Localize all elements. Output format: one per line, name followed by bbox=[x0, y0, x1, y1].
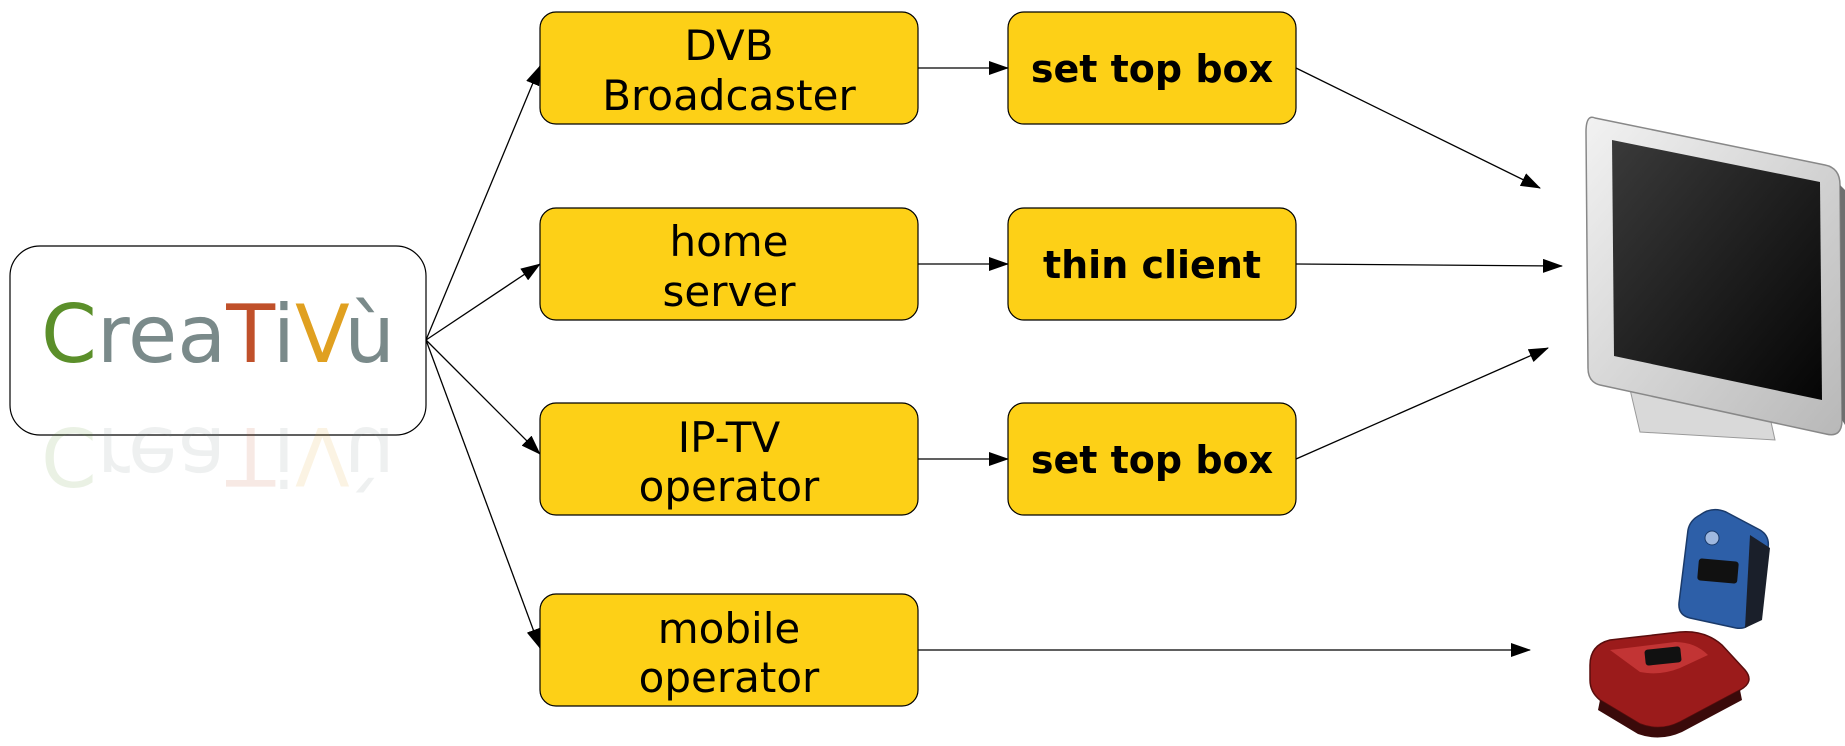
logo-letter: ù bbox=[344, 288, 395, 381]
logo-letter: i bbox=[273, 409, 295, 502]
home-line2: server bbox=[663, 267, 797, 316]
logo-letter: V bbox=[295, 409, 350, 502]
stb2-label: set top box bbox=[1031, 438, 1273, 482]
logo-letter: e bbox=[128, 409, 177, 502]
logo-letter: r bbox=[97, 288, 130, 381]
logo-letter: C bbox=[41, 409, 97, 502]
arrow-logo-to-iptv bbox=[425, 339, 541, 455]
mobile-operator-box: mobile operator bbox=[539, 593, 919, 707]
logo-letter: T bbox=[225, 409, 276, 502]
creativu-logo: CreaTiVù CreaTiVù bbox=[9, 245, 427, 502]
thin-client-box: thin client bbox=[1007, 207, 1297, 321]
logo-letter: ù bbox=[344, 409, 395, 502]
logo-letter: r bbox=[97, 409, 130, 502]
thin-client-label: thin client bbox=[1043, 243, 1261, 287]
arrow-stb2-to-tv bbox=[1295, 347, 1549, 460]
arrow-logo-to-home bbox=[425, 263, 541, 341]
iptv-operator-box: IP-TV operator bbox=[539, 402, 919, 516]
logo-letter: T bbox=[225, 288, 276, 381]
dvb-broadcaster-box: DVB Broadcaster bbox=[539, 11, 919, 125]
logo-reflection: CreaTiVù bbox=[41, 409, 395, 502]
set-top-box-2: set top box bbox=[1007, 402, 1297, 516]
arrow-stb1-to-tv bbox=[1295, 67, 1541, 189]
logo-letter: a bbox=[177, 288, 226, 381]
logo-letter: e bbox=[128, 288, 177, 381]
arrow-logo-to-dvb bbox=[425, 65, 541, 341]
logo-letter: a bbox=[177, 409, 226, 502]
set-top-box-1: set top box bbox=[1007, 11, 1297, 125]
mobile-phones-icon bbox=[1589, 508, 1770, 738]
iptv-line1: IP-TV bbox=[678, 413, 781, 462]
arrow-logo-to-mobile bbox=[425, 339, 541, 649]
mobile-line1: mobile bbox=[658, 604, 800, 653]
dvb-line1: DVB bbox=[684, 21, 773, 70]
home-line1: home bbox=[669, 217, 788, 266]
tv-screen bbox=[1612, 140, 1822, 400]
television-icon bbox=[1585, 116, 1845, 441]
arrow-thin-client-to-tv bbox=[1295, 258, 1563, 273]
logo-letter: V bbox=[295, 288, 350, 381]
iptv-line2: operator bbox=[639, 462, 820, 511]
logo-letter: i bbox=[273, 288, 295, 381]
logo-text: CreaTiVù bbox=[41, 288, 395, 381]
home-server-box: home server bbox=[539, 207, 919, 321]
logo-letter: C bbox=[41, 288, 97, 381]
stb1-label: set top box bbox=[1031, 47, 1273, 91]
dvb-line2: Broadcaster bbox=[602, 71, 856, 120]
mobile-line2: operator bbox=[639, 653, 820, 702]
